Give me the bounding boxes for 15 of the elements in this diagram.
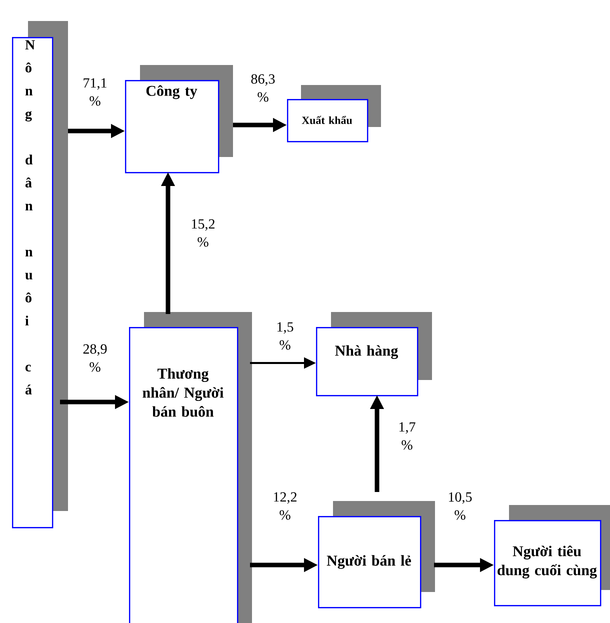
edge-label: 12,2 % [270,491,300,521]
edge-label: 28,9 % [80,343,110,373]
edge-label: 86,3 % [248,73,278,103]
edge-label: 1,5 % [270,321,300,351]
process-box: Xuất khẩu [287,85,381,142]
edge-label: 10,5 % [445,491,475,521]
process-box: Nhà hàng [316,312,432,396]
process-box: Thương nhân/ Người bán buôn [129,312,252,623]
process-box: Nông dân nuôi cá [12,21,68,528]
process-box: Người tiêu dung cuối cùng [494,505,610,606]
edge-label: 15,2 % [188,218,218,248]
edge-label: 71,1 % [80,77,110,107]
process-box: Người bán lẻ [318,501,435,608]
process-box: Công ty [125,65,233,174]
edge-label: 1,7 % [392,421,422,451]
